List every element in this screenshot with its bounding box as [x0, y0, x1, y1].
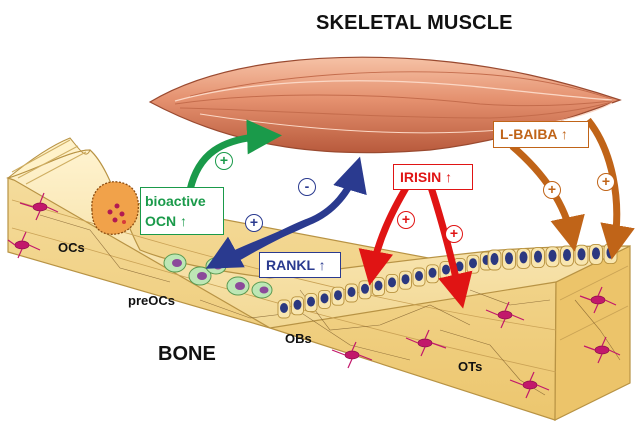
irisin-box: IRISIN ↑	[393, 164, 473, 190]
osteoblast-nucleus	[578, 248, 586, 260]
osteoblast-nucleus	[294, 300, 302, 310]
ocn-box: bioactive OCN ↑	[140, 187, 224, 235]
ocs-label: OCs	[58, 240, 85, 255]
ocn-plus-sign: +	[215, 152, 233, 170]
osteoblast-nucleus	[415, 271, 423, 281]
baiba-plus-sign-2: +	[597, 173, 615, 191]
osteoblast-nucleus	[520, 251, 528, 263]
osteoblast-nucleus	[534, 251, 542, 263]
osteoblast-nucleus	[334, 290, 342, 300]
baiba-box: L-BAIBA ↑	[493, 121, 589, 148]
osteoblast-nucleus	[491, 253, 499, 265]
ots-label: OTs	[458, 359, 482, 374]
ocn-line2: OCN ↑	[145, 211, 219, 231]
rankl-box: RANKL ↑	[259, 252, 341, 278]
osteoclast-icon	[92, 182, 139, 235]
page-title: SKELETAL MUSCLE	[316, 12, 513, 35]
rankl-plus-sign: +	[245, 214, 263, 232]
osteoblast-nucleus	[607, 247, 615, 259]
rankl-minus-sign: -	[298, 178, 316, 196]
osteoblast-nucleus	[375, 281, 383, 291]
osteoblast-nucleus	[505, 252, 513, 264]
osteoblast-nucleus	[469, 258, 477, 268]
ocn-line1: bioactive	[145, 191, 219, 211]
irisin-plus-sign-2: +	[445, 225, 463, 243]
bone-label: BONE	[158, 343, 216, 366]
osteoblast-nucleus	[429, 268, 437, 278]
preocs-label: preOCs	[128, 293, 175, 308]
osteoblast-nucleus	[592, 247, 600, 259]
osteoblast-nucleus	[321, 293, 329, 303]
osteoblast-nucleus	[280, 303, 288, 313]
baiba-plus-sign-1: +	[543, 181, 561, 199]
osteoblast-nucleus	[388, 277, 396, 287]
osteoblast-nucleus	[549, 250, 557, 262]
obs-label: OBs	[285, 331, 312, 346]
osteoblast-nucleus	[348, 287, 356, 297]
osteoblast-nucleus	[442, 265, 450, 275]
irisin-plus-sign-1: +	[397, 211, 415, 229]
osteoblast-nucleus	[563, 249, 571, 261]
osteoblast-nucleus	[361, 284, 369, 294]
osteoblast-nucleus	[307, 297, 315, 307]
osteoblast-nucleus	[402, 274, 410, 284]
bone-block-icon	[8, 138, 630, 420]
